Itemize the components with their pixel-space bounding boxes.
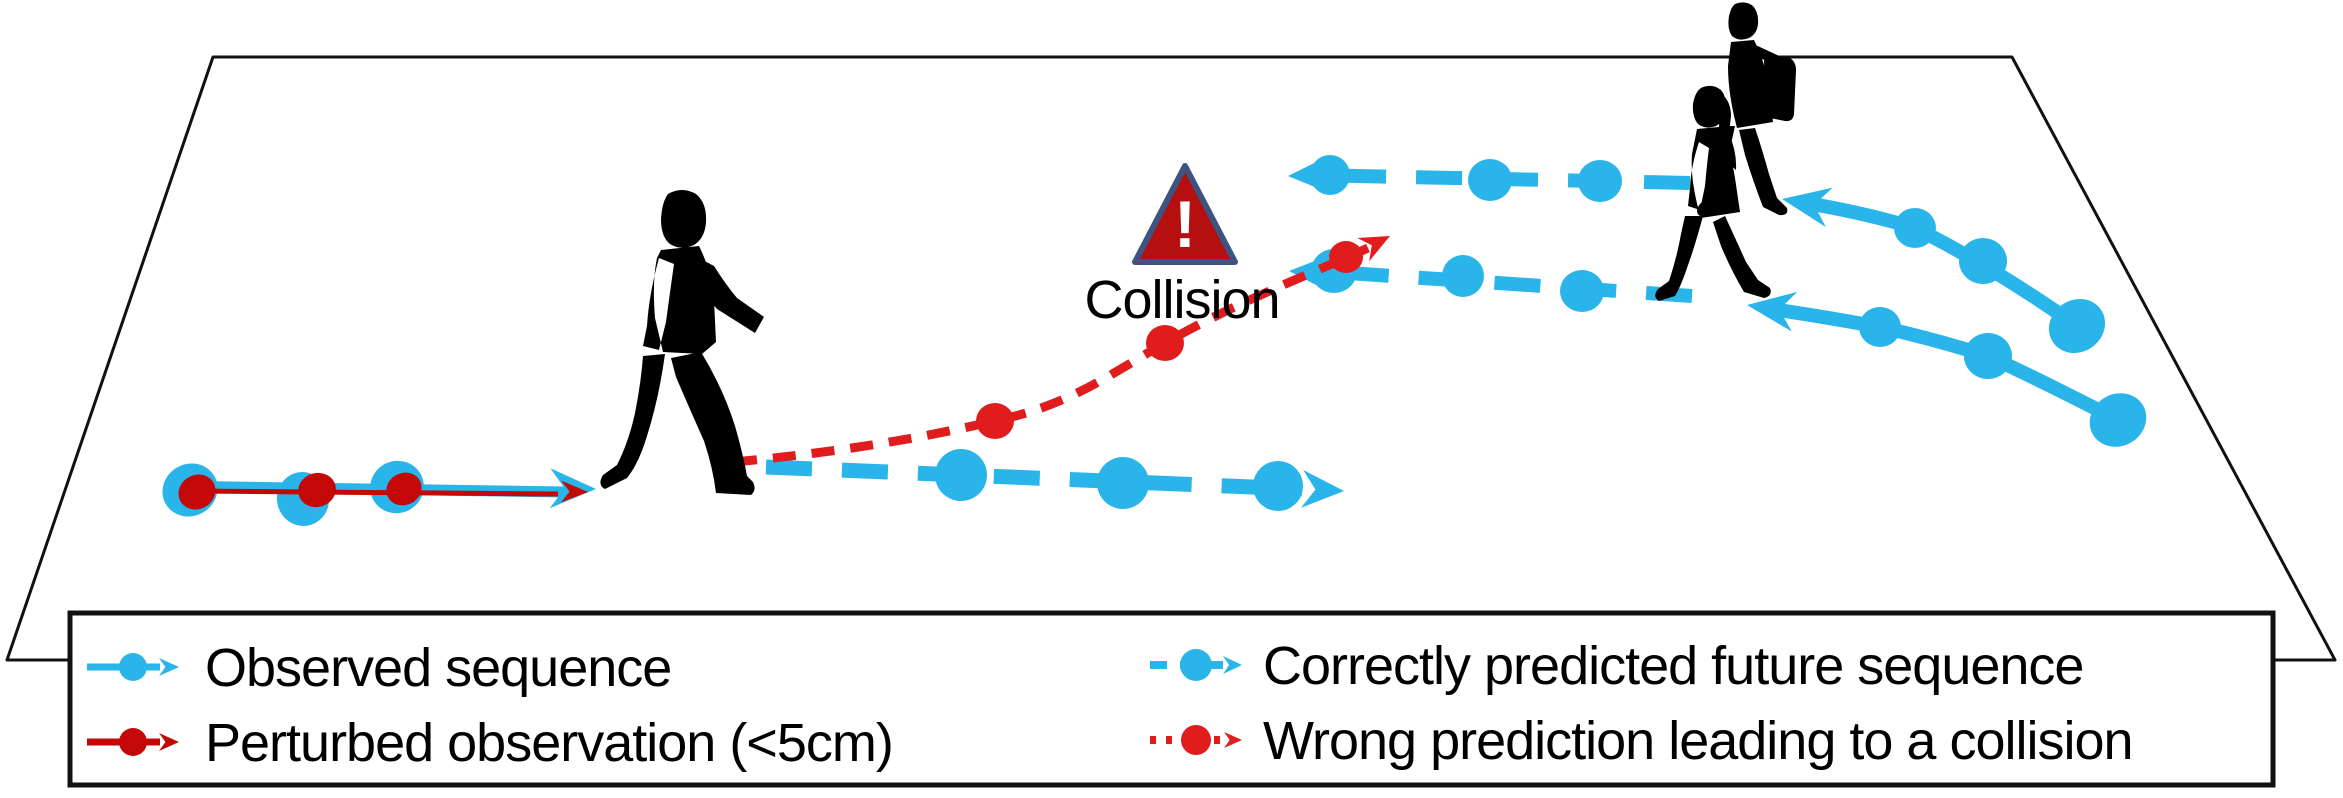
trajectory-dot	[1560, 270, 1604, 312]
legend-marker-dot	[119, 728, 147, 756]
trajectory-dot	[2048, 298, 2106, 354]
trajectory-dot	[386, 472, 422, 506]
legend-label-correct-prediction: Correctly predicted future sequence	[1263, 636, 2083, 696]
legend-label-observed: Observed sequence	[205, 638, 671, 698]
trajectory-dot	[178, 474, 216, 510]
legend-marker-dot	[119, 653, 147, 681]
arrow-head-icon	[560, 480, 588, 503]
legend-marker-dot	[1181, 725, 1211, 755]
trajectory-dot	[1959, 238, 2007, 284]
legend-marker-dotted-red	[1150, 725, 1242, 755]
arrow-head-icon	[1357, 236, 1390, 262]
trajectory-dot	[1964, 333, 2012, 379]
collision-label: Collision	[1084, 270, 1279, 330]
trajectory-line	[765, 459, 1303, 497]
pedestrian-woman-silhouette	[1655, 85, 1771, 302]
trajectory-dot	[1097, 457, 1149, 509]
middle-perturbed-observation-red	[178, 472, 588, 510]
trajectory-line	[733, 243, 1370, 467]
legend-marker-arrow-icon	[1224, 732, 1242, 748]
legend-marker-solid-red_dark	[87, 728, 179, 756]
trajectory-dot	[935, 449, 987, 501]
legend-markers	[87, 649, 1242, 756]
legend-marker-arrow-icon	[1223, 656, 1242, 674]
pedestrian-lower-observed-blue	[1747, 291, 2147, 447]
legend-label-wrong-prediction: Wrong prediction leading to a collision	[1263, 711, 2133, 771]
pedestrian-middle-silhouette	[600, 190, 764, 495]
legend-label-perturbed: Perturbed observation (<5cm)	[205, 713, 893, 773]
legend-box	[67, 610, 2276, 788]
trajectory-dot	[1578, 160, 1622, 202]
pedestrian-upper-observed-blue	[1782, 187, 2106, 354]
collision-layer: ! Collision	[1084, 163, 1281, 330]
middle-wrong-prediction-red	[733, 236, 1390, 467]
legend-marker-solid-blue	[87, 653, 179, 681]
trajectory-line	[1763, 301, 2122, 427]
trajectory-dot	[1894, 208, 1936, 248]
trajectory-line	[1317, 264, 1693, 303]
trajectory-dot	[1146, 325, 1184, 361]
middle-predicted-future-blue	[765, 449, 1344, 511]
collision-warning-triangle	[1132, 163, 1238, 265]
legend-marker-dot	[1180, 649, 1212, 681]
warning-triangle-icon	[1132, 163, 1238, 265]
trajectory-dot	[1859, 307, 1901, 347]
trajectory-dot	[1468, 159, 1512, 201]
legend-marker-arrow-icon	[159, 658, 179, 676]
trajectory-line	[189, 488, 559, 497]
trajectory-dot	[2089, 393, 2147, 447]
people-layer	[600, 2, 1796, 495]
arrow-head-icon	[1301, 469, 1344, 508]
trajectory-dot	[976, 403, 1014, 439]
solid-trajectories-layer	[162, 187, 2147, 526]
legend-marker-arrow-icon	[159, 733, 179, 751]
trajectory-dot	[1329, 241, 1363, 273]
legend-marker-dashed-blue	[1150, 649, 1242, 681]
dashed-trajectories-layer	[733, 155, 1693, 511]
pedestrians-predicted-upper-blue	[1288, 155, 1691, 202]
trajectory-dot	[1442, 255, 1484, 297]
arrow-head-icon	[1288, 155, 1331, 194]
warning-exclamation: !	[1174, 187, 1196, 261]
trajectory-dot	[298, 472, 336, 508]
arrow-head-icon	[1747, 291, 1798, 332]
trajectory-dot	[1253, 461, 1303, 511]
trajectory-line	[165, 480, 567, 498]
arrow-head-icon	[1782, 187, 1833, 228]
